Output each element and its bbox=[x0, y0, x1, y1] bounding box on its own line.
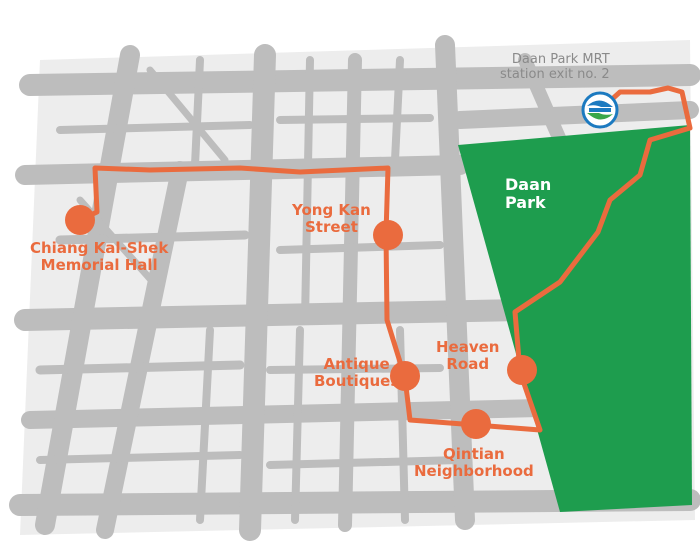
stop-marker-chiang-kai-shek-memorial-hall[interactable] bbox=[65, 205, 95, 235]
park-label-line2: Park bbox=[505, 192, 546, 212]
street bbox=[451, 101, 699, 129]
stop-label-line1: Antique bbox=[323, 355, 390, 373]
stop-label-line1: Heaven bbox=[436, 338, 500, 356]
stop-marker-qintian-neighborhood[interactable] bbox=[461, 409, 491, 439]
park-label: Daan Park bbox=[505, 176, 551, 212]
walking-route-line bbox=[77, 85, 693, 433]
stop-label-line2: Boutiques bbox=[314, 371, 400, 390]
stop-label-line1: Chiang Kal-Shek bbox=[30, 239, 169, 257]
stop-label-heaven-road[interactable]: Heaven Road bbox=[436, 339, 499, 373]
street bbox=[55, 230, 250, 245]
street bbox=[191, 56, 204, 169]
mrt-station-label: Daan Park MRT station exit no. 2 bbox=[500, 52, 610, 82]
street bbox=[301, 56, 314, 324]
street bbox=[36, 451, 244, 464]
street bbox=[435, 35, 475, 530]
stop-label-yong-kan-street[interactable]: Yong Kan Street bbox=[292, 202, 371, 236]
street bbox=[266, 456, 464, 469]
stop-marker-heaven-road[interactable] bbox=[507, 355, 537, 385]
street bbox=[196, 326, 214, 524]
stop-marker-antique-boutiques[interactable] bbox=[390, 361, 420, 391]
street bbox=[239, 44, 276, 541]
street-network bbox=[9, 35, 700, 541]
mrt-station-icon[interactable] bbox=[581, 91, 619, 129]
street bbox=[14, 299, 531, 331]
street bbox=[276, 114, 434, 124]
stop-marker-yong-kan-street[interactable] bbox=[373, 220, 403, 250]
street bbox=[291, 326, 304, 524]
stop-label-line2: Neighborhood bbox=[414, 461, 534, 480]
street bbox=[391, 56, 404, 164]
street bbox=[56, 121, 254, 134]
stop-label-antique-boutiques[interactable]: Antique Boutiques bbox=[314, 356, 399, 390]
street bbox=[96, 161, 189, 539]
daan-park-area bbox=[458, 125, 692, 512]
stop-label-line2: Street bbox=[304, 217, 358, 236]
mrt-label-line1: Daan Park MRT bbox=[511, 52, 610, 67]
stop-label-line1: Yong Kan bbox=[292, 201, 371, 219]
park-label-line1: Daan bbox=[505, 175, 552, 194]
stop-label-chiang-kai-shek-memorial-hall[interactable]: Chiang Kal-Shek Memorial Hall bbox=[30, 240, 168, 274]
street bbox=[146, 66, 229, 164]
street bbox=[35, 45, 140, 535]
mrt-label-line2: station exit no. 2 bbox=[500, 66, 610, 82]
street bbox=[338, 53, 362, 532]
stop-label-line2: Memorial Hall bbox=[40, 255, 158, 274]
stop-label-qintian-neighborhood[interactable]: Qintian Neighborhood bbox=[414, 446, 534, 480]
street bbox=[518, 53, 567, 147]
stop-label-line2: Road bbox=[446, 354, 490, 373]
stop-label-line1: Qintian bbox=[443, 445, 505, 463]
